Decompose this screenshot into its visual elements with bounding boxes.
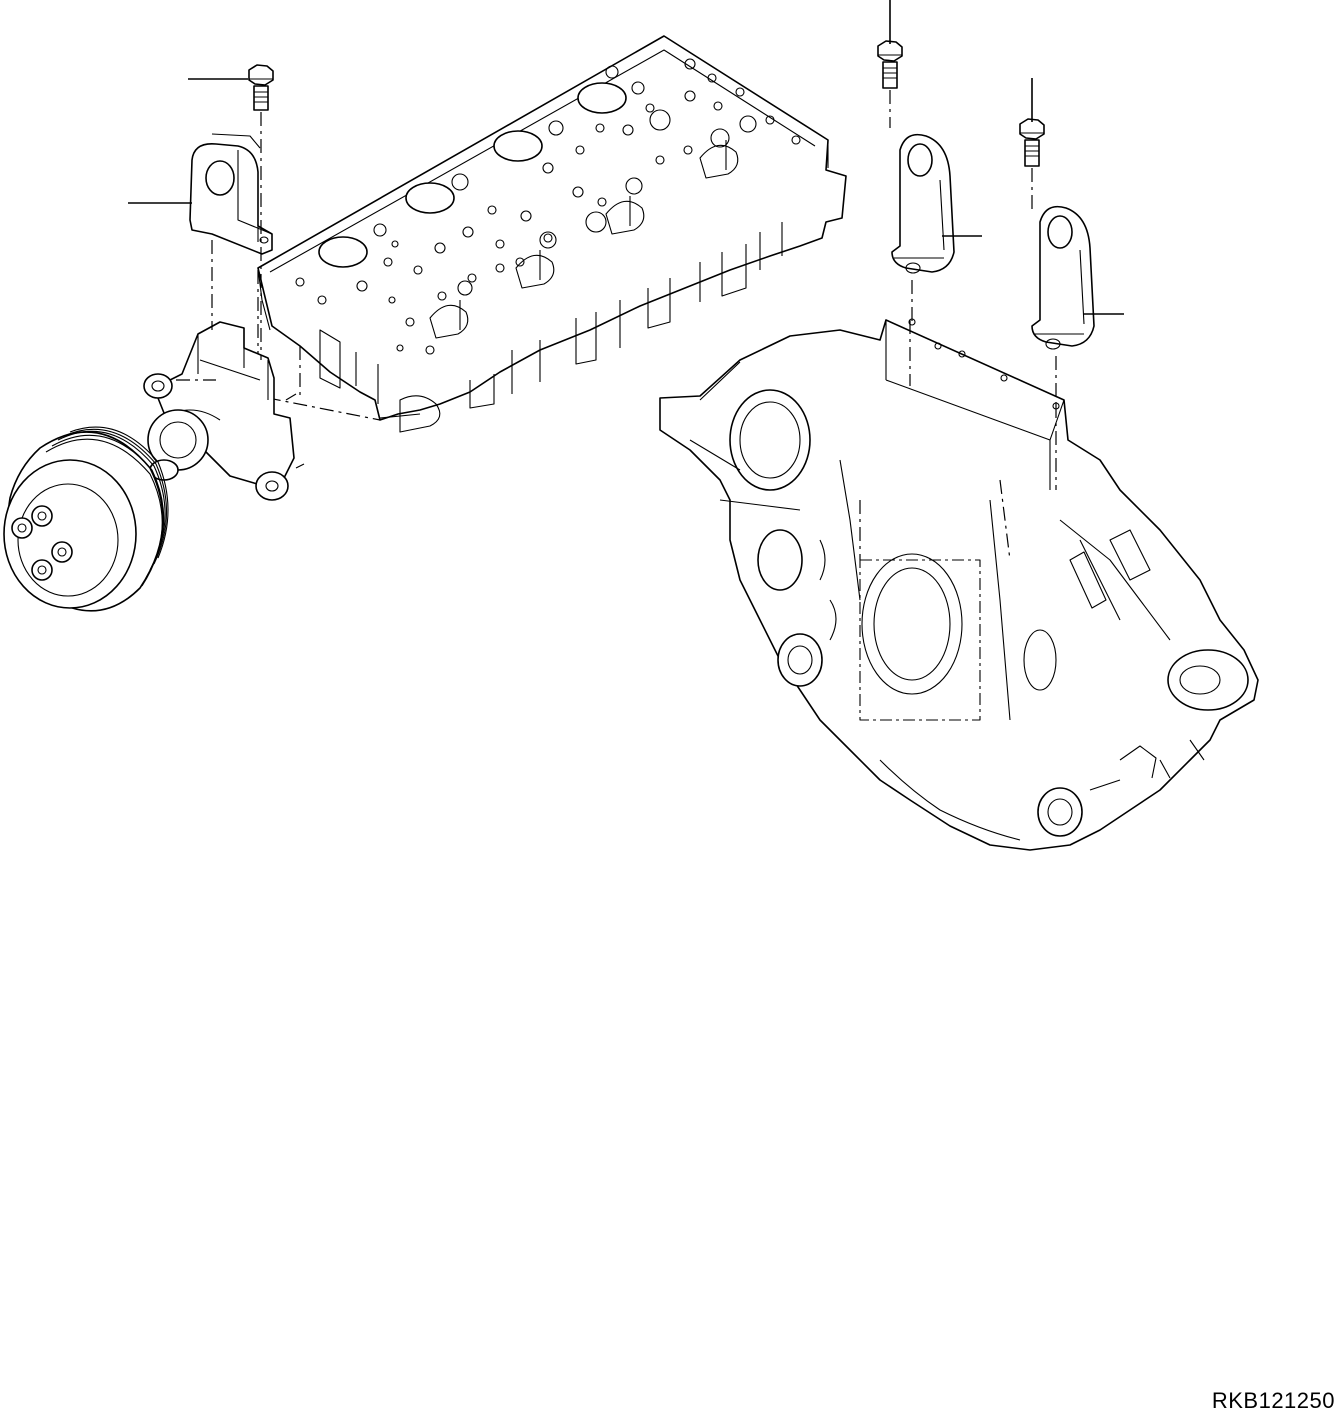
lifting-bracket-middle — [892, 135, 954, 273]
lifting-bracket-left — [190, 134, 272, 254]
bolt-middle — [878, 41, 902, 88]
bolt-left — [249, 65, 273, 110]
assembly-center-lines — [212, 90, 1056, 404]
fan-pulley — [4, 427, 168, 611]
lifting-bracket-right — [1032, 207, 1094, 349]
leader-lines — [128, 0, 1124, 314]
water-pump — [144, 322, 304, 500]
drawing-code: RKB121250 — [1211, 1388, 1335, 1413]
flywheel-housing — [660, 319, 1258, 850]
bolt-right — [1020, 119, 1044, 166]
cylinder-head — [258, 36, 846, 432]
